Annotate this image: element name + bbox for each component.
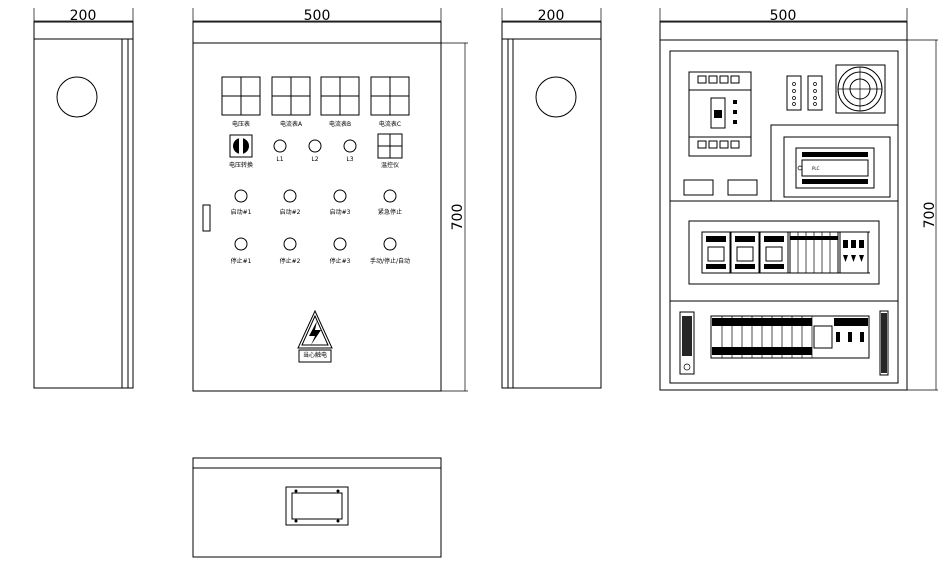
fan: [835, 64, 886, 114]
meter-voltage: 电压表: [221, 76, 261, 128]
meter-voltage-label: 电压表: [232, 120, 250, 128]
temperature-controller-label: 温控仪: [381, 161, 399, 169]
mounting-plate: [669, 50, 899, 384]
start-1-label: 启动#1: [231, 208, 252, 216]
contactor-1: [701, 231, 731, 274]
side-vent-circle-right: [535, 76, 577, 118]
warning-sign: 当心触电: [297, 309, 333, 363]
lamp-l2-label: L2: [311, 156, 318, 163]
contactor-2: [730, 231, 760, 274]
fuse-holders: [786, 75, 823, 111]
start-3-label: 启动#3: [330, 208, 351, 216]
plc-brand-text: PLC: [812, 166, 820, 171]
terminal-block-right: [879, 310, 889, 376]
contactor-rail: [688, 220, 880, 285]
interior-view: 500 700: [659, 8, 938, 391]
terminal-strip-mid: [789, 231, 839, 274]
start-2-label: 启动#2: [280, 208, 301, 216]
top-view: [192, 457, 442, 558]
emergency-stop-label: 紧急停止: [378, 208, 402, 216]
voltage-switch-label: 电压转换: [229, 161, 253, 169]
meter-current-c-label: 电流表C: [379, 120, 401, 128]
mode-switch-label: 手动/停止/自动: [370, 257, 410, 265]
contactor-3: [759, 231, 789, 274]
dim-interior-width: 500: [770, 8, 797, 24]
dim-left-width: 200: [70, 8, 97, 24]
breaker-bank-bottom: [710, 315, 870, 359]
stop-2-label: 停止#2: [280, 257, 301, 265]
left-side-view: 200: [33, 8, 134, 389]
indicator-lamp-l2: L2: [308, 139, 322, 163]
indicator-lamp-l1: L1: [273, 139, 287, 163]
dim-front-height: 700: [450, 204, 466, 231]
lamp-l1-label: L1: [276, 156, 283, 163]
right-side-view: 200: [501, 8, 602, 389]
meters-row: 电压表 电流表A 电流表B 电流表C: [221, 76, 410, 128]
relay-box-2: [727, 179, 758, 196]
relay-box-1: [683, 179, 714, 196]
terminal-block-left: [679, 311, 695, 375]
lamp-l3-label: L3: [346, 156, 353, 163]
dim-front-width: 500: [304, 8, 331, 24]
plc-unit: PLC: [783, 136, 891, 198]
stop-1-label: 停止#1: [231, 257, 252, 265]
temperature-controller: 温控仪: [377, 133, 403, 169]
lightning-icon: [309, 321, 321, 345]
breakers-mid: [839, 231, 869, 274]
meter-current-b-label: 电流表B: [329, 120, 351, 128]
indicator-lamp-l3: L3: [343, 139, 357, 163]
front-view: 500 700 电压表 电流表A: [192, 8, 468, 392]
warning-sign-text: 当心触电: [303, 351, 327, 359]
dim-right-width: 200: [538, 8, 565, 24]
meter-current-b: 电流表B: [320, 76, 360, 128]
side-vent-circle: [56, 76, 98, 118]
voltage-switch: 电压转换: [229, 134, 253, 169]
dim-interior-height: 700: [922, 202, 938, 229]
stop-3-label: 停止#3: [330, 257, 351, 265]
start-buttons-row: 启动#1 启动#2 启动#3 紧急停止: [231, 189, 402, 216]
stop-buttons-row: 停止#1 停止#2 停止#3 手动/停止/自动: [231, 237, 410, 265]
door-handle: [202, 204, 211, 232]
meter-current-c: 电流表C: [370, 76, 410, 128]
main-breaker: [688, 71, 752, 157]
cable-entry-plate: [285, 486, 349, 526]
meter-current-a: 电流表A: [271, 76, 311, 128]
meter-current-a-label: 电流表A: [280, 120, 303, 128]
plc-compartment: [770, 124, 899, 202]
